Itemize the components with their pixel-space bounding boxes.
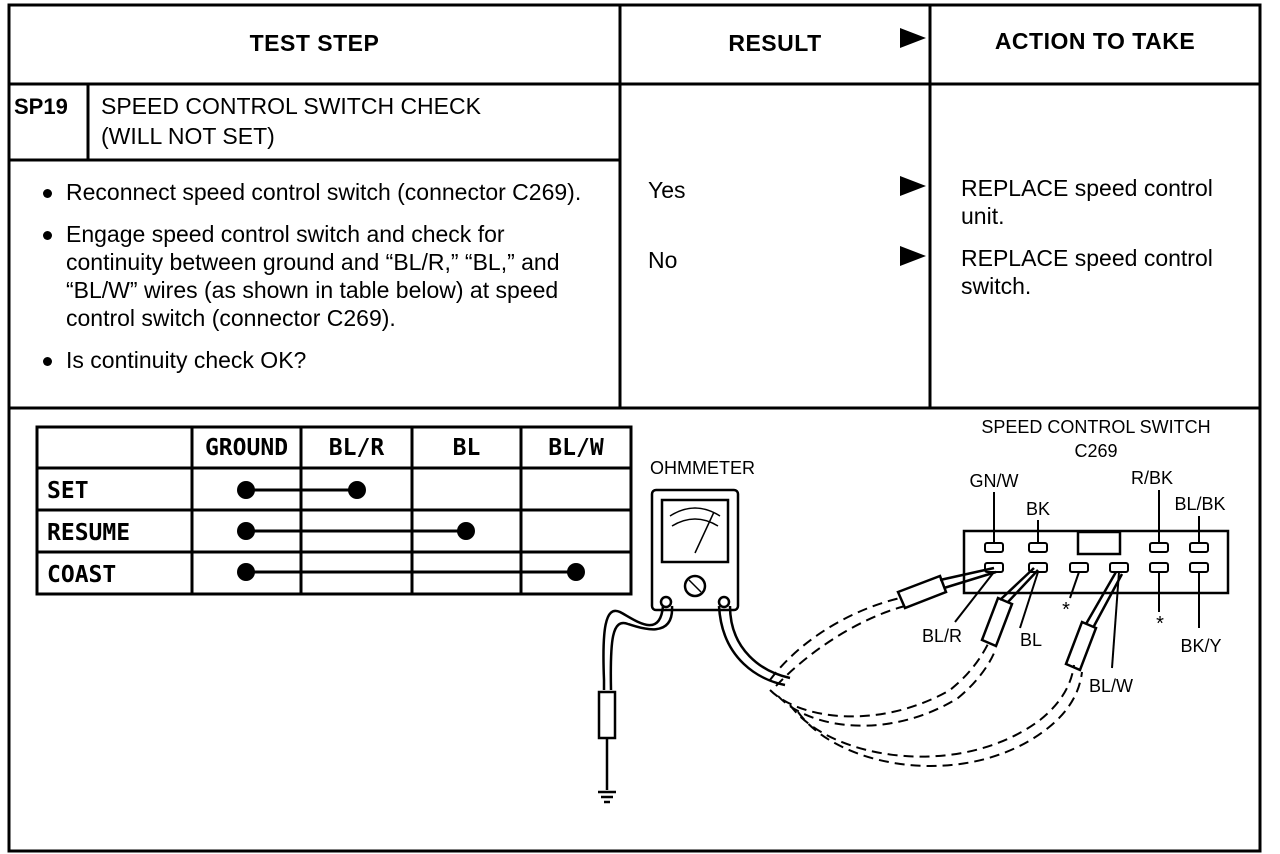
wire-label-bl-bk: BL/BK <box>1174 494 1225 514</box>
instruction-item: Is continuity check OK? <box>9 346 594 374</box>
probe-wires <box>769 597 1083 767</box>
wire-label-star-2: * <box>1156 613 1164 635</box>
header-result: RESULT <box>728 30 822 56</box>
continuity-grid <box>35 425 633 596</box>
continuity-dot <box>237 563 255 581</box>
continuity-dot <box>237 522 255 540</box>
step-code: SP19 <box>14 94 68 119</box>
wire-leaders <box>954 490 1200 669</box>
test-probes <box>896 566 1124 672</box>
col-bl: BL <box>452 435 481 461</box>
ohmmeter-display <box>660 498 730 564</box>
instruction-item: Engage speed control switch and check fo… <box>9 220 594 332</box>
action-no-line1: REPLACE speed control <box>961 245 1213 271</box>
continuity-dot <box>567 563 585 581</box>
arrow-right-icon <box>900 28 926 48</box>
wire-label-bl-r: BL/R <box>922 626 962 646</box>
col-ground: GROUND <box>204 435 289 461</box>
instruction-list: Reconnect speed control switch (connecto… <box>9 178 594 388</box>
result-no: No <box>648 247 678 273</box>
wire-label-gn-w: GN/W <box>970 471 1019 491</box>
arrow-right-icon <box>900 176 926 196</box>
wire-label-bk-y: BK/Y <box>1180 636 1221 656</box>
ohmmeter-needle <box>694 511 715 554</box>
wire-label-r-bk: R/BK <box>1131 468 1173 488</box>
switch-title-line2: C269 <box>1074 441 1117 461</box>
ohmmeter-label: OHMMETER <box>650 458 755 478</box>
continuity-dot <box>348 481 366 499</box>
col-bl-r: BL/R <box>328 435 385 461</box>
action-yes-line1: REPLACE speed control <box>961 175 1213 201</box>
continuity-dot <box>237 481 255 499</box>
connector-pins <box>984 542 1209 573</box>
row-coast: COAST <box>47 562 117 588</box>
wire-label-bk: BK <box>1026 499 1050 519</box>
switch-title-line1: SPEED CONTROL SWITCH <box>981 417 1210 437</box>
action-no-line2: switch. <box>961 273 1032 299</box>
instruction-item: Reconnect speed control switch (connecto… <box>9 178 594 206</box>
ohmmeter-body <box>650 488 740 612</box>
arrow-right-icon <box>900 246 926 266</box>
result-yes: Yes <box>648 177 686 203</box>
continuity-dot <box>457 522 475 540</box>
continuity-connections <box>237 481 585 581</box>
ground-probe <box>597 690 617 740</box>
col-bl-w: BL/W <box>548 435 604 461</box>
connector-housing <box>962 529 1230 595</box>
wire-label-star-1: * <box>1062 599 1070 621</box>
ohmmeter-knob <box>683 574 707 598</box>
action-yes-line2: unit. <box>961 203 1005 229</box>
connector-latch <box>1076 530 1122 556</box>
wire-label-bl-w: BL/W <box>1089 676 1133 696</box>
step-title-line2: (WILL NOT SET) <box>101 123 275 149</box>
step-title-line1: SPEED CONTROL SWITCH CHECK <box>101 93 481 119</box>
meter-lead <box>717 605 786 687</box>
row-set: SET <box>47 478 89 504</box>
header-test-step: TEST STEP <box>249 30 380 56</box>
row-resume: RESUME <box>47 520 131 546</box>
ground-lead <box>602 605 665 690</box>
header-action: ACTION TO TAKE <box>994 28 1196 54</box>
wire-label-bl: BL <box>1020 630 1042 650</box>
